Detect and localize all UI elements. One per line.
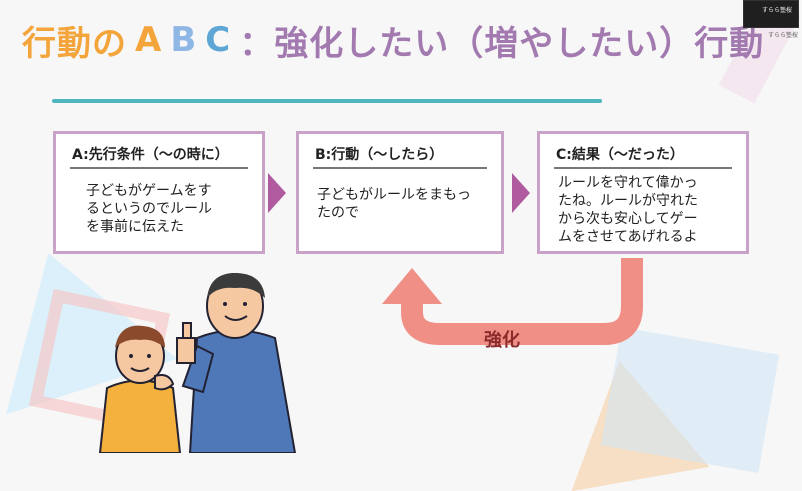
panel-divider xyxy=(313,167,487,169)
panel-divider xyxy=(554,167,732,169)
panel-antecedent: A:先行条件（〜の時に） 子どもがゲームをす るというのでルール を事前に伝えた xyxy=(53,131,265,254)
panel-consequence: C:結果（〜だった） ルールを守れて偉かっ たね。ルールが守れた から次も安心し… xyxy=(537,131,749,254)
panel-divider xyxy=(70,167,248,169)
title-part2: ：強化したい（増やしたい）行動 xyxy=(239,23,765,64)
participant-name: すらら塾桜 xyxy=(761,7,792,14)
panel-header: B:行動（〜したら） xyxy=(315,147,444,163)
right-arrow-icon xyxy=(268,173,286,213)
title-abc-c: C xyxy=(205,20,232,60)
panel-body: 子どもがルールをまもっ たので xyxy=(317,187,471,221)
panel-header: C:結果（〜だった） xyxy=(556,147,684,163)
participant-video-thumbnail[interactable]: すらら塾桜 xyxy=(743,0,799,28)
participant-subtitle: すらら塾桜 xyxy=(767,32,798,39)
panel-body: 子どもがゲームをす るというのでルール を事前に伝えた xyxy=(86,183,212,235)
reinforcement-arrow-icon xyxy=(382,258,643,345)
title-abc-a: A xyxy=(135,20,163,60)
panel-header: A:先行条件（〜の時に） xyxy=(72,147,229,163)
right-arrow-icon xyxy=(512,173,530,213)
parent-child-illustration xyxy=(98,273,297,453)
title-underline xyxy=(52,99,602,103)
title-part1: 行動の xyxy=(22,23,127,64)
slide-title: 行動の A B C ：強化したい（増やしたい）行動 xyxy=(22,14,764,66)
panel-behavior: B:行動（〜したら） 子どもがルールをまもっ たので xyxy=(296,131,504,254)
title-abc-b: B xyxy=(170,20,198,60)
panel-body: ルールを守れて偉かっ たね。ルールが守れた から次も安心してゲー ムをさせてあげ… xyxy=(558,175,698,245)
reinforcement-label: 強化 xyxy=(484,330,520,351)
